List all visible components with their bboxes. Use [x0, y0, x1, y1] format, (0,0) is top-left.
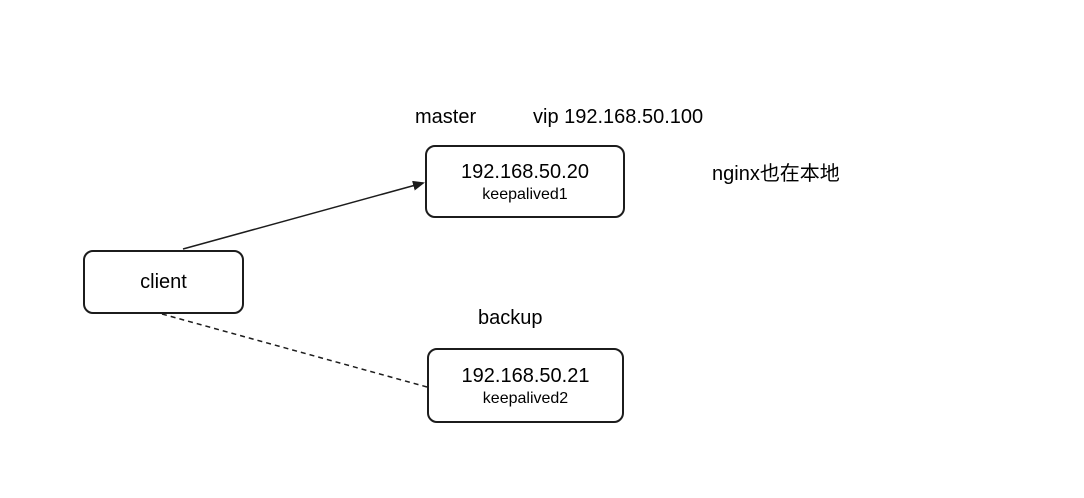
client-node-label: client [140, 271, 187, 293]
master-node-service: keepalived1 [482, 185, 568, 203]
backup-role-label: backup [478, 307, 543, 329]
backup-node-ip: 192.168.50.21 [461, 364, 590, 387]
backup-node-service: keepalived2 [482, 389, 569, 407]
nginx-note-label: nginx也在本地 [712, 163, 840, 185]
client-to-backup-dashed-line [161, 313, 428, 388]
master-node: 192.168.50.20 keepalived1 [425, 145, 625, 218]
master-role-label: master [415, 106, 477, 128]
master-node-ip: 192.168.50.20 [461, 160, 589, 183]
backup-node: 192.168.50.21 keepalived2 [427, 348, 624, 423]
vip-address-label: vip 192.168.50.100 [533, 106, 704, 128]
client-node: client [83, 250, 244, 314]
client-to-master-arrow [182, 180, 425, 250]
